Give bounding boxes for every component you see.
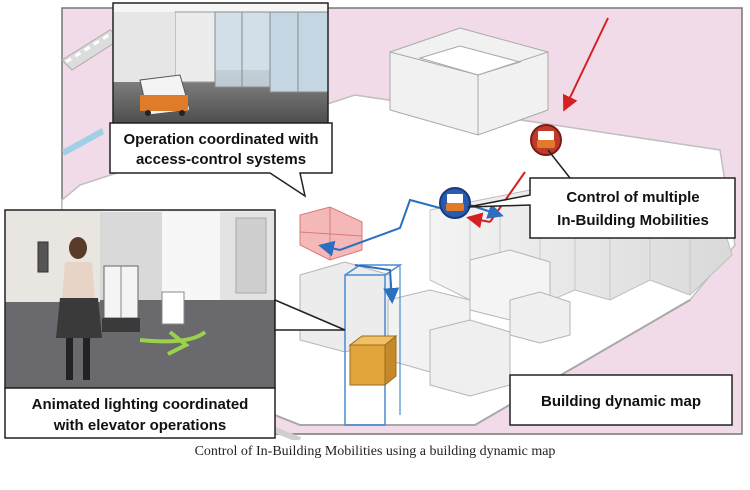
building-dynamic-map-diagram: Operation coordinated with access-contro… (4, 2, 743, 440)
callout-lighting-line1: Animated lighting coordinated (32, 396, 249, 413)
callout-dynamic-map: Building dynamic map (509, 374, 733, 426)
figure-caption: Control of In-Building Mobilities using … (194, 444, 556, 459)
callout-multiple-mobilities: Control of multiple In-Building Mobiliti… (467, 149, 736, 239)
callout-lighting-line2: with elevator operations (53, 417, 227, 434)
photo-robot-access-control (112, 2, 329, 124)
callout-access-control: Operation coordinated with access-contro… (109, 122, 333, 198)
callout-multiple-mobilities-line1: Control of multiple (566, 189, 699, 206)
elevator-car (348, 334, 398, 387)
callout-dynamic-map-label: Building dynamic map (541, 393, 701, 410)
callout-access-control-line2: access-control systems (136, 151, 306, 168)
callout-lighting: Animated lighting coordinated with eleva… (4, 387, 276, 439)
mobility-marker-blue (439, 187, 471, 219)
callout-multiple-mobilities-line2: In-Building Mobilities (557, 212, 709, 229)
photo-elevator-lighting (4, 209, 276, 389)
callout-pointer-elevator (274, 298, 346, 331)
mobility-marker-red (530, 124, 562, 156)
callout-access-control-line1: Operation coordinated with (123, 131, 318, 148)
